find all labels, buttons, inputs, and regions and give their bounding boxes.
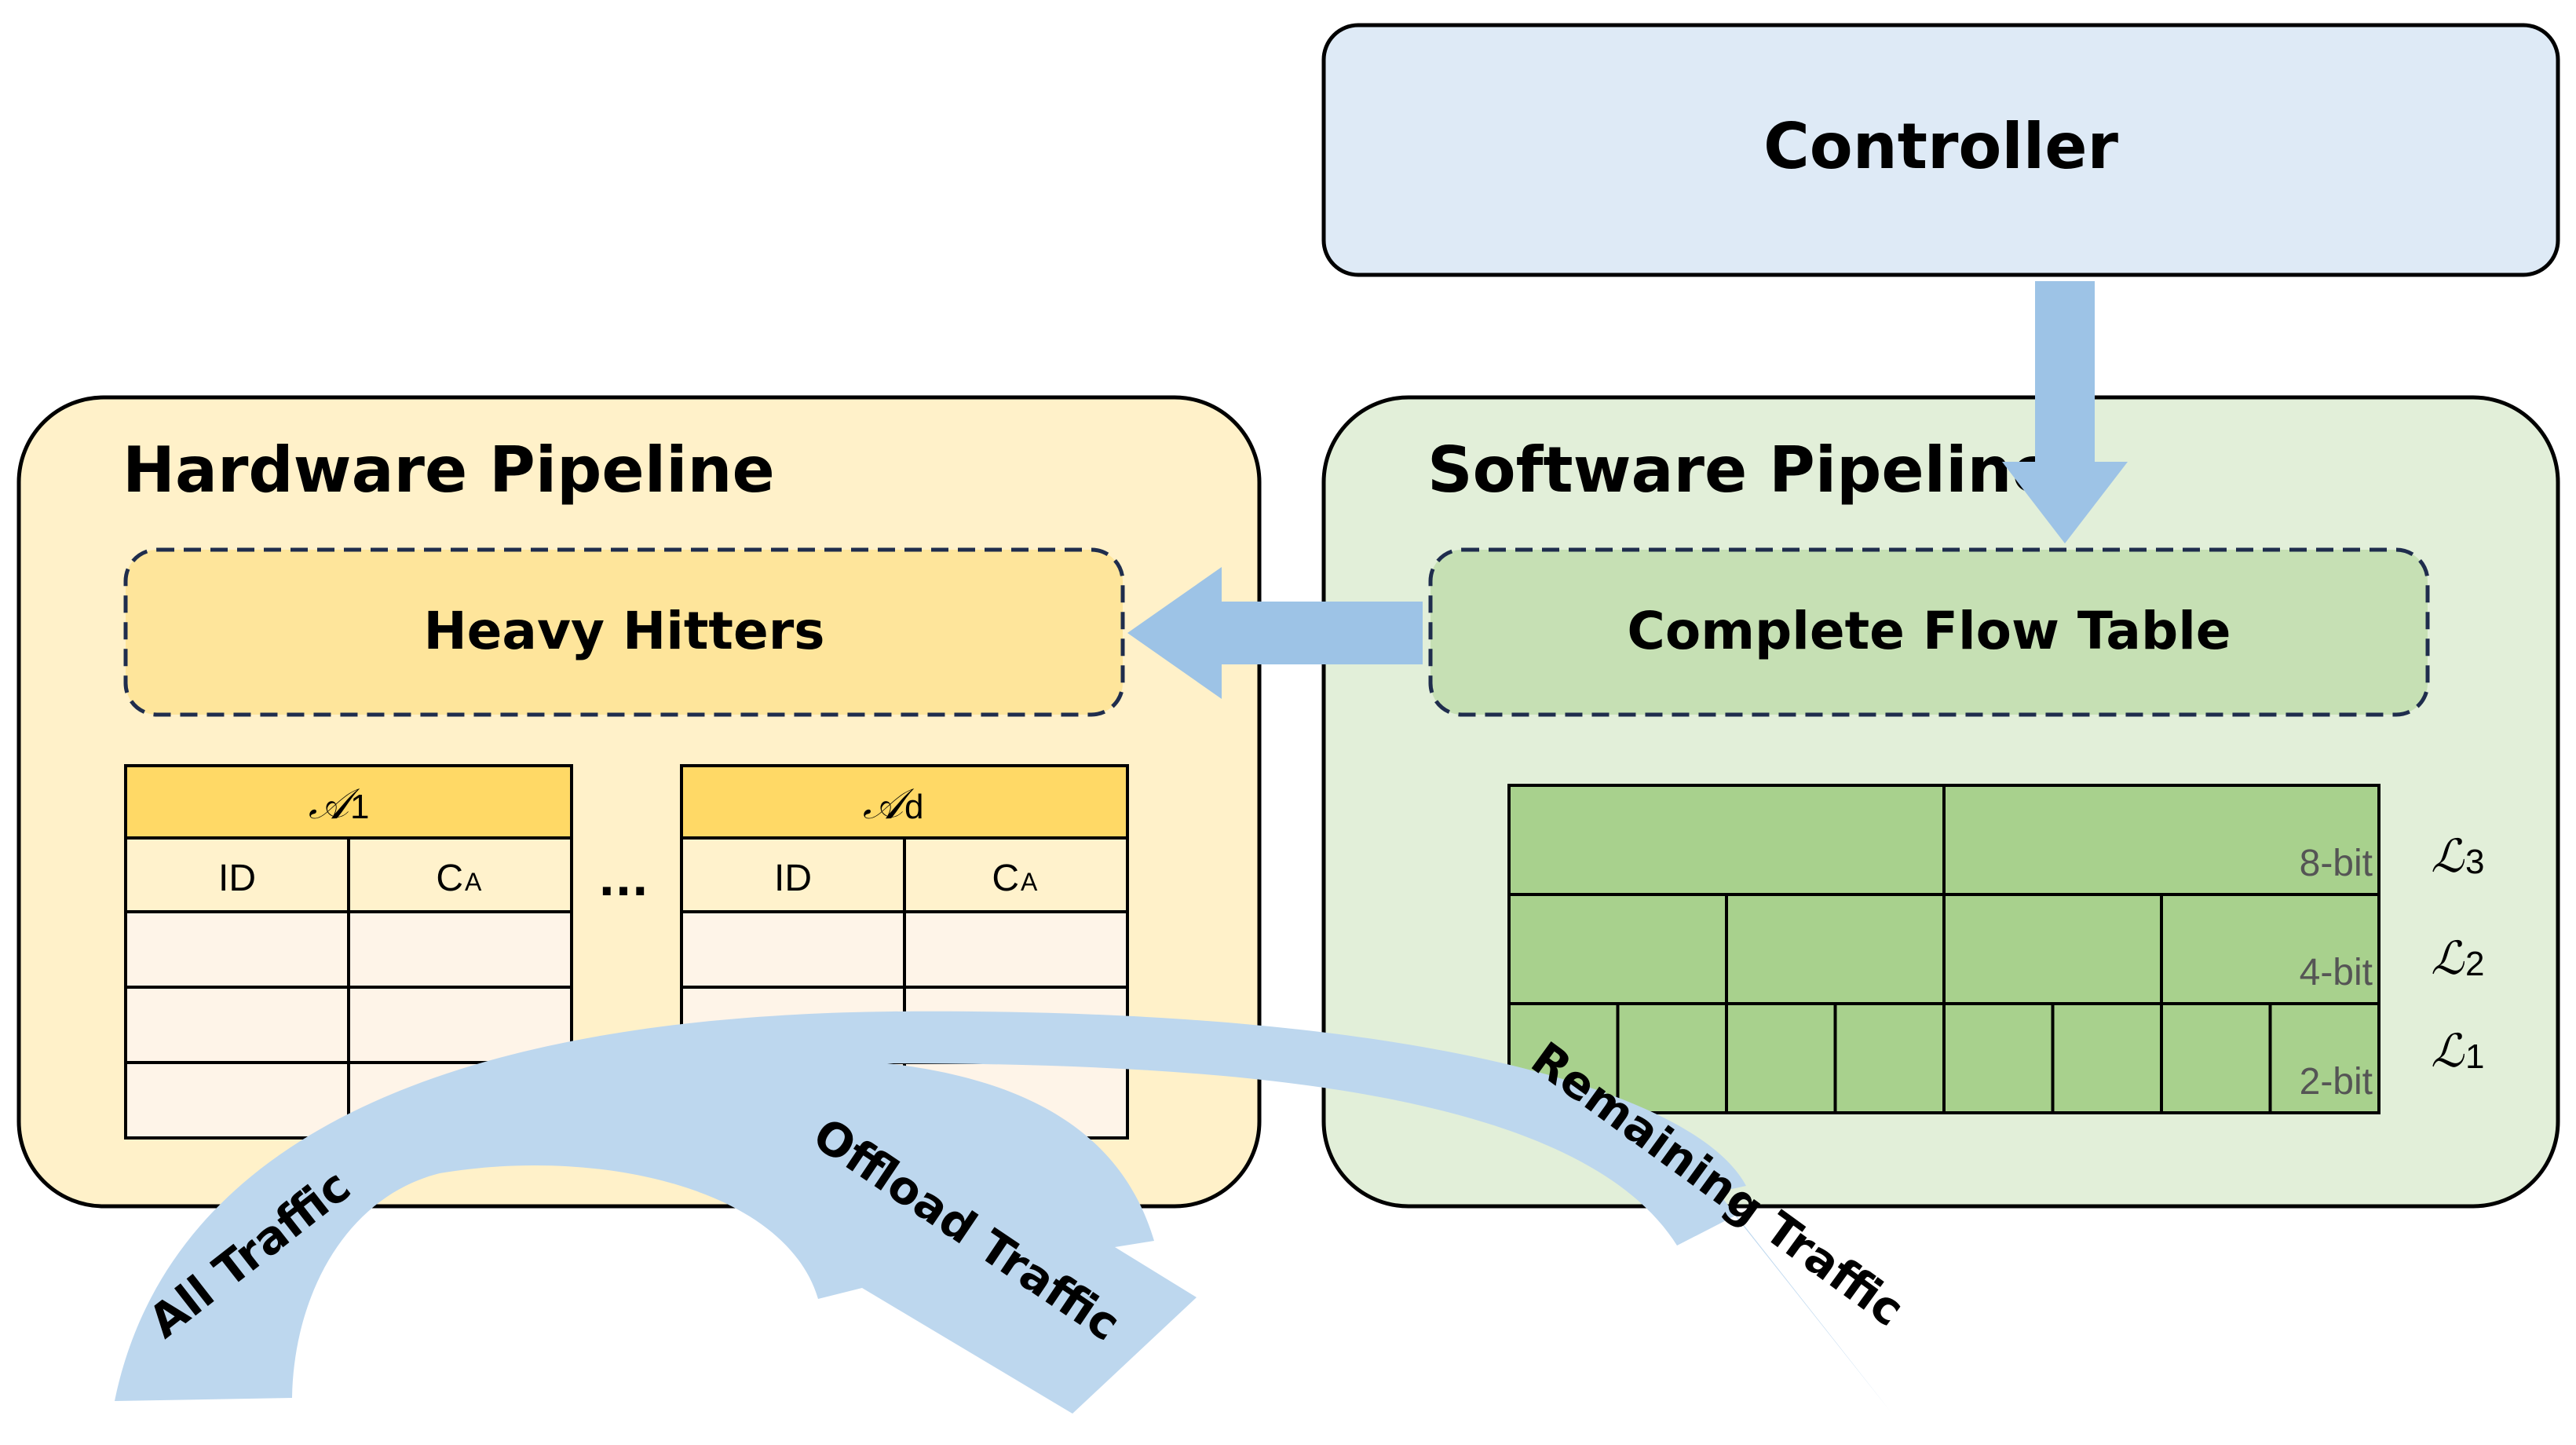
array-ad-id-label: ID: [774, 858, 812, 899]
arrow-left-icon: [1127, 567, 1423, 699]
array-a1-header: [124, 764, 573, 840]
array-a1-header-subscript: 1: [350, 788, 369, 826]
layer-2-counter-cell: [1507, 893, 1728, 1005]
layer-2-bits-label: 4-bit: [2300, 952, 2373, 993]
curved-split-arrow-icon: [115, 1011, 1892, 1414]
layer-labels: 8-bit 4-bit 2-bit ℒ 3 ℒ 2 ℒ 1: [2300, 829, 2485, 1103]
software-pipeline: Software Pipeline Complete Flow Table 8-…: [1321, 395, 2560, 1209]
hardware-pipeline-title: Hardware Pipeline: [122, 434, 775, 507]
array-a1-cell: [124, 986, 350, 1064]
layer-1-name: ℒ: [2431, 1024, 2465, 1077]
array-a1: 𝒜 1 ID C A: [124, 764, 573, 1140]
layer-2-counter-cell: [2160, 893, 2381, 1005]
array-a1-id-label: ID: [218, 858, 256, 899]
counter-layers: [1507, 784, 2381, 1114]
heavy-hitters-box: [123, 547, 1125, 717]
array-a1-count-label: C: [436, 858, 463, 899]
layer-3-counter-cell: [1507, 784, 1946, 896]
controller-block: Controller: [1321, 23, 2560, 277]
layer-2-counter-cell: [1725, 893, 1946, 1005]
layer-1-counter-cell: [1833, 1002, 1946, 1114]
layer-1-counter-cell: [2051, 1002, 2163, 1114]
heavy-hitters-label: Heavy Hitters: [423, 601, 824, 661]
layer-1-counter-cell: [2160, 1002, 2272, 1114]
array-a1-cell: [124, 1061, 350, 1140]
complete-flow-table-label: Complete Flow Table: [1627, 601, 2231, 661]
controller-label: Controller: [1763, 110, 2118, 183]
layer-1-name-subscript: 1: [2465, 1037, 2484, 1076]
software-pipeline-title: Software Pipeline: [1427, 434, 2055, 507]
array-ad-count-column-header: [903, 836, 1129, 913]
array-a1-count-subscript: A: [465, 868, 482, 896]
layer-2-counter-cell: [1942, 893, 2163, 1005]
array-a1-id-column-header: [124, 836, 350, 913]
layer-1-counter-cell: [1942, 1002, 2055, 1114]
layer-3-name-subscript: 3: [2465, 843, 2484, 881]
layer-1-bits-label: 2-bit: [2300, 1061, 2373, 1103]
layer-1-counter-cell: [2268, 1002, 2381, 1114]
array-a1-cell: [124, 910, 350, 989]
layer-2-name-subscript: 2: [2465, 945, 2484, 983]
array-ad-cell: [903, 910, 1129, 989]
array-ad-count-subscript: A: [1021, 868, 1038, 896]
arrow-down-icon: [2002, 281, 2128, 543]
layer-3-name: ℒ: [2431, 829, 2465, 883]
layer-3-bits-label: 8-bit: [2300, 843, 2373, 884]
controller-box: [1321, 23, 2560, 277]
layer-2-name: ℒ: [2431, 931, 2465, 985]
array-a1-cell: [347, 910, 573, 989]
complete-flow-table-box: [1428, 547, 2430, 717]
arrays-ellipsis: ...: [598, 855, 649, 906]
layer-1-counter-cell: [1725, 1002, 1837, 1114]
array-ad-header-subscript: d: [904, 788, 923, 826]
array-ad-cell: [680, 910, 906, 989]
array-ad-count-label: C: [992, 858, 1019, 899]
layer-3-counter-cell: [1942, 784, 2381, 896]
